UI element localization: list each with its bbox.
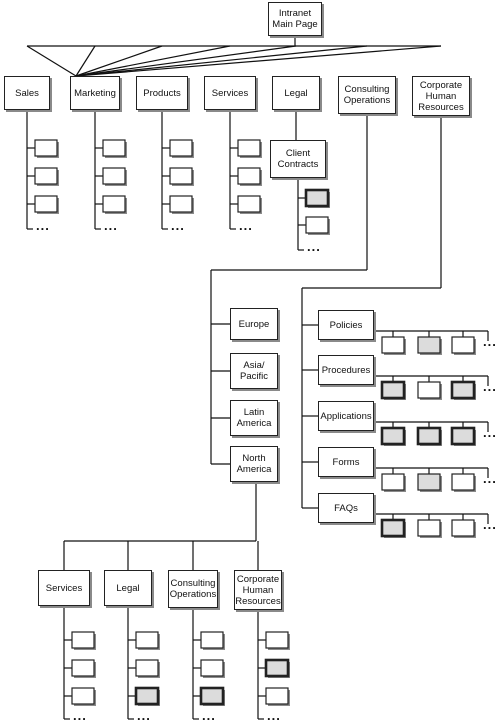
hr-section-forms: Forms	[318, 447, 374, 477]
continuation-ellipsis: ...	[483, 471, 497, 486]
document-box	[169, 139, 193, 157]
document-box	[450, 426, 476, 446]
document-box	[264, 658, 290, 678]
document-box	[380, 426, 406, 446]
na-section-legal: Legal	[104, 570, 152, 606]
document-box	[417, 336, 441, 354]
na-section-consulting-operations: Consulting Operations	[168, 570, 218, 608]
continuation-ellipsis: ...	[239, 218, 253, 233]
na-section-services: Services	[38, 570, 90, 606]
legal-child-client-contracts: Client Contracts	[270, 140, 326, 178]
continuation-ellipsis: ...	[202, 708, 216, 723]
document-box	[71, 631, 95, 649]
document-box	[237, 139, 261, 157]
document-box	[134, 686, 160, 706]
na-section-corporate-hr: Corporate Human Resources	[234, 570, 282, 610]
document-box	[304, 188, 330, 208]
document-box	[34, 139, 58, 157]
document-box	[102, 195, 126, 213]
connector-line	[26, 45, 77, 77]
document-box	[305, 216, 329, 234]
top-section-corporate-hr: Corporate Human Resources	[412, 76, 470, 116]
document-box	[450, 380, 476, 400]
connector-line	[75, 45, 442, 77]
connector-line	[75, 45, 96, 77]
document-box	[380, 518, 406, 538]
connector-line	[75, 45, 231, 77]
continuation-ellipsis: ...	[307, 239, 321, 254]
document-box	[102, 167, 126, 185]
continuation-ellipsis: ...	[36, 218, 50, 233]
document-box	[380, 380, 406, 400]
top-section-services: Services	[204, 76, 256, 110]
continuation-ellipsis: ...	[137, 708, 151, 723]
document-box	[265, 687, 289, 705]
document-box	[135, 659, 159, 677]
top-section-consulting-operations: Consulting Operations	[338, 76, 396, 114]
continuation-ellipsis: ...	[104, 218, 118, 233]
document-box	[417, 519, 441, 537]
document-box	[199, 686, 225, 706]
region-north-america: North America	[230, 446, 278, 482]
continuation-ellipsis: ...	[483, 517, 497, 532]
document-box	[135, 631, 159, 649]
document-box	[200, 631, 224, 649]
region-latin-america: Latin America	[230, 400, 278, 436]
document-box	[169, 167, 193, 185]
document-box	[451, 473, 475, 491]
document-box	[34, 167, 58, 185]
connector-line	[75, 45, 297, 77]
top-section-legal: Legal	[272, 76, 320, 110]
top-section-sales: Sales	[4, 76, 50, 110]
document-box	[451, 336, 475, 354]
hr-section-policies: Policies	[318, 310, 374, 340]
connector-line	[75, 45, 368, 77]
document-box	[169, 195, 193, 213]
top-section-products: Products	[136, 76, 188, 110]
continuation-ellipsis: ...	[483, 425, 497, 440]
hr-section-procedures: Procedures	[318, 355, 374, 385]
continuation-ellipsis: ...	[483, 379, 497, 394]
document-box	[265, 631, 289, 649]
continuation-ellipsis: ...	[171, 218, 185, 233]
document-box	[381, 473, 405, 491]
document-box	[71, 659, 95, 677]
region-asia-pacific: Asia/ Pacific	[230, 353, 278, 389]
continuation-ellipsis: ...	[267, 708, 281, 723]
document-box	[200, 659, 224, 677]
document-box	[417, 473, 441, 491]
hr-section-applications: Applications	[318, 401, 374, 431]
document-box	[417, 381, 441, 399]
continuation-ellipsis: ...	[483, 334, 497, 349]
top-section-marketing: Marketing	[70, 76, 120, 110]
region-europe: Europe	[230, 308, 278, 340]
continuation-ellipsis: ...	[73, 708, 87, 723]
document-box	[71, 687, 95, 705]
hr-section-faqs: FAQs	[318, 493, 374, 523]
document-box	[102, 139, 126, 157]
document-box	[451, 519, 475, 537]
document-box	[416, 426, 442, 446]
document-box	[237, 195, 261, 213]
connector-line	[75, 45, 163, 77]
document-box	[381, 336, 405, 354]
document-box	[34, 195, 58, 213]
document-box	[237, 167, 261, 185]
root-node: Intranet Main Page	[268, 2, 322, 36]
